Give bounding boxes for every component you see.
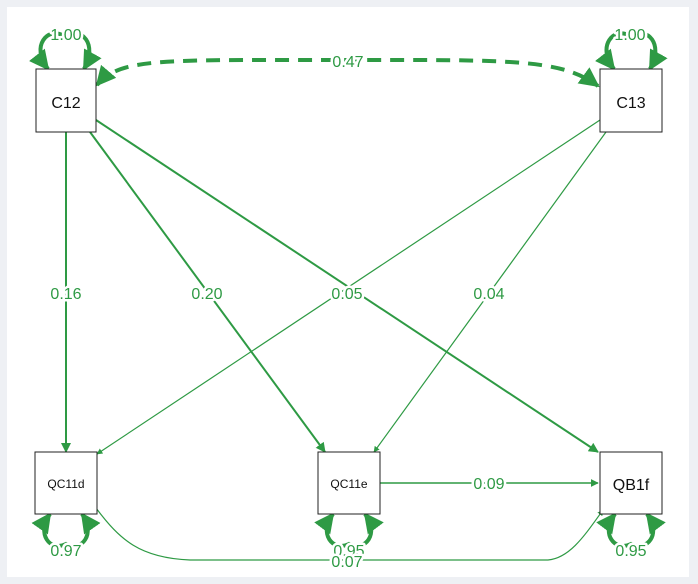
path-c12-qc11d-label: 0.16 [50,286,81,303]
node-qb1f-label: QB1f [613,477,650,494]
node-c12-label: C12 [51,95,80,112]
variance-qc11d-label: 0.97 [50,543,81,560]
node-qc11d: QC11d [34,451,98,515]
node-qb1f: QB1f [599,451,663,515]
variance-c12-label: 1.00 [50,27,81,44]
path-qc11d-qb1f-edge [95,507,604,561]
node-qc11e-label: QC11e [330,477,367,491]
path-c13-qc11e-edge [373,131,607,453]
covariance-c12-c13-edge [95,57,600,88]
variance-qb1f-label: 0.95 [615,543,646,560]
path-c13-qc11d-edge [96,119,601,455]
node-qc11d-label: QC11d [47,477,84,491]
path-c12-qb1f-edge [95,119,599,453]
path-qc11e-qb1f-label: 0.09 [473,476,504,493]
variance-qc11e-label: 0.95 [333,543,364,560]
variance-c13-loop [595,31,668,71]
path-c12-qc11e-edge [89,131,326,453]
variance-c13-label: 1.00 [614,27,645,44]
variance-qc11e-loop [314,512,384,548]
variance-qc11d-loop [31,512,101,548]
path-qc11d-qb1f-label: 0.07 [331,554,362,571]
variance-qb1f-loop [596,512,666,548]
node-c12: C12 [35,68,97,133]
path-c12-qb1f-label: 0.15 [331,286,362,303]
path-c12-qc11e-label: 0.20 [191,286,222,303]
node-c13-label: C13 [616,95,645,112]
variance-c12-loop [29,31,102,71]
covariance-c12-c13-label: 0.47 [332,54,363,71]
path-c13-qc11e-label: 0.04 [473,286,504,303]
node-qc11e: QC11e [317,451,381,515]
node-c13: C13 [599,68,663,133]
path-c13-qc11d-label: 0.05 [331,286,362,303]
